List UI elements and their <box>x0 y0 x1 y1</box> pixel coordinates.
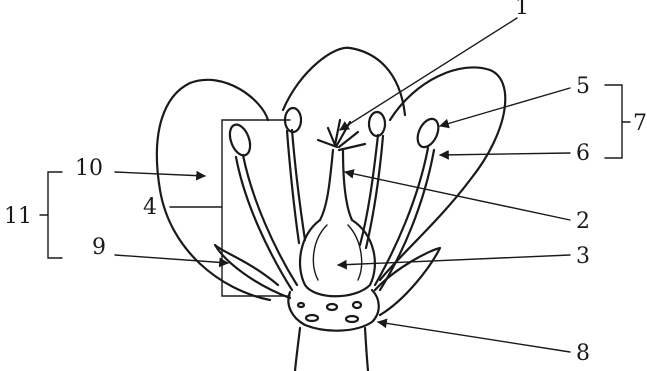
petal-center <box>283 48 405 115</box>
ovule-3 <box>346 316 358 322</box>
pistil <box>300 120 375 296</box>
ovule-5 <box>298 303 304 307</box>
anther-3 <box>369 112 385 136</box>
leader-10 <box>115 172 205 176</box>
stem-right <box>365 328 368 371</box>
ovule-2 <box>327 304 337 310</box>
label-5: 5 <box>576 74 590 99</box>
anther-1 <box>226 122 254 158</box>
ovary-inner <box>313 225 361 280</box>
label-11: 11 <box>4 204 32 229</box>
label-10: 10 <box>75 156 103 181</box>
stigma <box>318 120 365 150</box>
ovule-4 <box>353 302 361 308</box>
label-6: 6 <box>576 141 590 166</box>
bracket-11 <box>48 172 62 258</box>
petal-right <box>380 67 505 280</box>
label-1: 1 <box>515 0 529 20</box>
leader-9 <box>115 255 228 263</box>
filament-2 <box>292 130 305 240</box>
leader-lines <box>115 18 570 352</box>
leader-1 <box>340 18 517 130</box>
label-2: 2 <box>576 209 590 234</box>
leader-6 <box>440 153 570 155</box>
ovule-1 <box>306 315 318 321</box>
style-left <box>320 150 333 220</box>
stem <box>295 328 368 371</box>
label-3: 3 <box>576 244 590 269</box>
leader-8 <box>378 322 570 352</box>
bracket-7 <box>605 85 622 158</box>
leader-3 <box>338 255 570 265</box>
ovary <box>300 220 375 296</box>
label-7: 7 <box>633 111 647 136</box>
label-8: 8 <box>576 341 590 366</box>
style-right <box>343 150 352 220</box>
stem-left <box>295 328 300 371</box>
filament-4 <box>375 148 428 285</box>
labels: 1 2 3 4 5 6 7 8 9 10 11 <box>4 0 647 366</box>
filament-3b <box>366 136 383 248</box>
label-9: 9 <box>92 235 106 260</box>
label-4: 4 <box>143 195 157 220</box>
leader-2 <box>345 172 570 220</box>
anther-4 <box>414 116 443 151</box>
